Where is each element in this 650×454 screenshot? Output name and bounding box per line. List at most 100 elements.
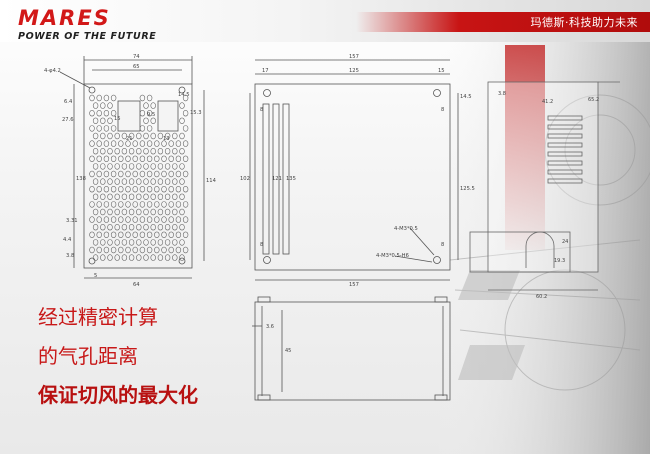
side-slot xyxy=(262,103,270,255)
dim-label: 9.5 xyxy=(147,112,155,118)
end-panel-outline xyxy=(487,81,599,273)
vent-hole xyxy=(172,148,178,155)
vent-hole xyxy=(143,239,149,246)
vent-hole xyxy=(164,224,171,231)
vent-hole xyxy=(157,254,164,261)
vent-hole xyxy=(114,254,120,261)
dim-label: 4.4 xyxy=(63,237,72,243)
vent-hole xyxy=(157,163,164,170)
end-view-drawing xyxy=(469,81,620,291)
vent-hole xyxy=(161,140,167,147)
dim-label: 74 xyxy=(133,54,140,60)
vent-hole xyxy=(103,155,110,163)
vent-hole xyxy=(100,148,106,155)
vent-hole xyxy=(136,148,142,155)
vent-hole xyxy=(96,170,102,178)
vent-hole xyxy=(89,109,95,117)
vent-hole xyxy=(182,109,189,117)
vent-hole xyxy=(100,178,106,185)
vent-hole xyxy=(146,94,153,102)
leader-line xyxy=(409,227,435,256)
machinery-art xyxy=(449,94,650,391)
dim-label: 19.3 xyxy=(554,258,565,264)
vent-hole xyxy=(100,239,106,246)
vent-hole xyxy=(179,254,185,261)
vent-hole xyxy=(128,254,135,261)
vent-hole xyxy=(182,201,189,208)
vent-hole xyxy=(121,132,128,140)
vent-hole xyxy=(107,254,113,261)
vent-hole xyxy=(89,155,95,163)
vent-hole xyxy=(103,170,110,178)
vent-hole xyxy=(96,155,102,163)
vent-hole xyxy=(96,94,102,102)
vent-hole xyxy=(121,163,128,170)
vent-hole xyxy=(150,148,156,155)
vent-hole xyxy=(103,246,110,254)
vent-hole xyxy=(139,216,146,223)
vent-hole xyxy=(150,208,156,216)
vent-hole xyxy=(175,155,182,163)
marker-label: 8 xyxy=(260,242,263,248)
vent-hole xyxy=(150,132,156,140)
vent-hole xyxy=(182,140,189,147)
vent-hole xyxy=(157,224,164,231)
vent-hole xyxy=(100,102,106,109)
vent-hole xyxy=(172,208,178,216)
vent-hole xyxy=(103,125,110,132)
vent-hole xyxy=(89,201,95,208)
vent-hole xyxy=(107,193,113,201)
screw-callout: 4-M3*0.5-H6 xyxy=(376,253,409,259)
red-heatsink-art xyxy=(505,45,545,250)
vent-hole xyxy=(125,140,131,147)
vent-hole xyxy=(121,193,128,201)
vent-hole xyxy=(161,231,167,239)
mount-hole xyxy=(178,86,186,94)
screw-hole xyxy=(263,256,271,264)
end-slot xyxy=(547,178,583,184)
vent-hole xyxy=(136,208,142,216)
vent-hole xyxy=(136,193,142,201)
vent-hole xyxy=(132,246,138,254)
end-slot xyxy=(547,124,583,130)
vent-hole xyxy=(157,148,164,155)
dim-label: 157 xyxy=(349,282,359,288)
vent-hole xyxy=(107,163,113,170)
vent-hole xyxy=(96,216,102,223)
vent-hole xyxy=(139,231,146,239)
vent-hole xyxy=(150,239,156,246)
hole-callout: 4-φ4.2 xyxy=(44,68,61,74)
vent-hole xyxy=(100,193,106,201)
vent-hole xyxy=(89,246,95,254)
vent-hole xyxy=(182,125,189,132)
bottom-view-drawing xyxy=(252,296,451,401)
vent-hole xyxy=(100,132,106,140)
vent-hole xyxy=(172,163,178,170)
brand-logo: MARES xyxy=(18,6,111,30)
vent-hole xyxy=(100,163,106,170)
vent-hole xyxy=(154,186,160,193)
vent-hole xyxy=(118,201,124,208)
vent-hole xyxy=(107,224,113,231)
vent-hole xyxy=(150,193,156,201)
vent-hole xyxy=(161,170,167,178)
end-slot xyxy=(547,151,583,157)
mount-hole xyxy=(178,257,186,265)
front-view-drawing xyxy=(59,56,205,279)
vent-hole xyxy=(146,246,153,254)
vent-hole xyxy=(175,201,182,208)
vent-hole xyxy=(92,254,99,261)
vent-hole xyxy=(132,140,138,147)
marker-label: 8 xyxy=(441,242,444,248)
bottom-view-labels: 3.6 45 xyxy=(266,324,291,354)
vent-hole xyxy=(125,186,131,193)
vent-hole xyxy=(96,109,102,117)
dim-label: 45 xyxy=(285,348,291,354)
vent-hole xyxy=(164,178,171,185)
end-slot xyxy=(547,133,583,139)
vent-hole xyxy=(146,216,153,223)
vent-hole xyxy=(110,216,117,223)
vent-hole xyxy=(100,208,106,216)
